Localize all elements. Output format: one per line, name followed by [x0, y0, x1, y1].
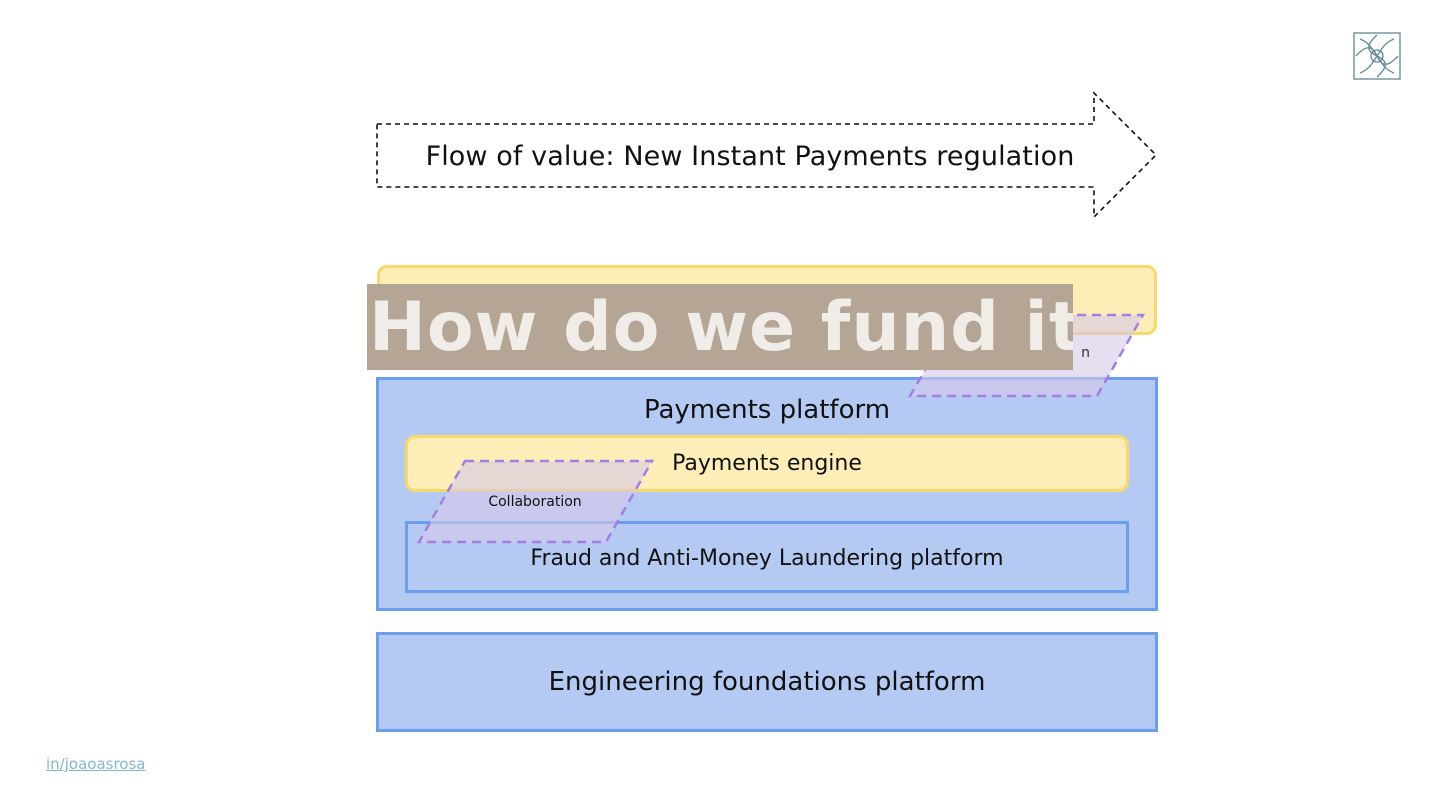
payments-platform-title: Payments platform [643, 395, 891, 425]
overlay-heading-banner: How do we fund it? [367, 284, 1073, 370]
collaboration-shape-lower [416, 459, 655, 544]
overlay-heading: How do we fund it? [369, 287, 1073, 367]
engineering-foundations-box: Engineering foundations platform [376, 632, 1158, 732]
flow-of-value-label: Flow of value: New Instant Payments regu… [425, 140, 1075, 172]
engineering-foundations-title: Engineering foundations platform [548, 667, 986, 697]
collaboration-label-partial: n [1081, 345, 1090, 361]
knot-logo-icon [1353, 32, 1401, 80]
linkedin-link[interactable]: in/joaoasrosa [46, 755, 146, 773]
payments-engine-title: Payments engine [672, 450, 862, 476]
fraud-aml-platform-title: Fraud and Anti-Money Laundering platform [530, 545, 1004, 571]
collaboration-label: Collaboration [488, 494, 582, 510]
